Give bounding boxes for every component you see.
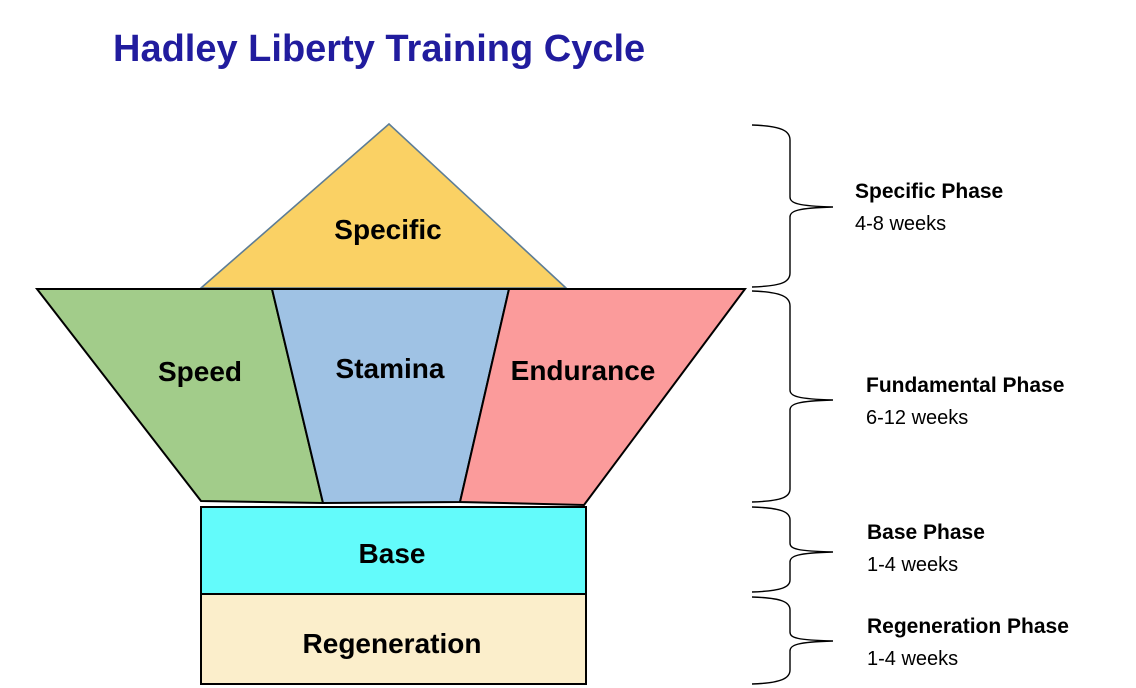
regeneration-segment-shape xyxy=(200,593,587,685)
specific-phase-duration: 4-8 weeks xyxy=(855,213,946,235)
fundamental-phase-name: Fundamental Phase xyxy=(866,374,1064,397)
regeneration-segment-label: Regeneration xyxy=(303,628,482,659)
base-segment-label: Base xyxy=(359,538,426,569)
regeneration-phase-duration: 1-4 weeks xyxy=(867,648,958,670)
endurance-segment-label: Endurance xyxy=(511,355,656,386)
specific-segment-shape xyxy=(198,122,569,289)
base-phase-brace-icon xyxy=(751,506,834,593)
base-phase-name: Base Phase xyxy=(867,521,985,544)
base-phase-duration: 1-4 weeks xyxy=(867,554,958,576)
page-title: Hadley Liberty Training Cycle xyxy=(113,28,645,70)
specific-phase-name: Specific Phase xyxy=(855,180,1003,203)
specific-phase-brace-icon xyxy=(751,124,834,288)
speed-segment-label: Speed xyxy=(158,356,242,387)
fundamental-phase-duration: 6-12 weeks xyxy=(866,407,968,429)
fundamental-phase-brace-icon xyxy=(751,290,834,503)
specific-segment-label: Specific xyxy=(334,214,441,245)
regeneration-phase-brace-icon xyxy=(751,596,834,685)
regeneration-phase-name: Regeneration Phase xyxy=(867,615,1069,638)
base-segment-shape xyxy=(200,506,587,595)
endurance-segment-shape xyxy=(458,288,747,507)
stamina-segment-label: Stamina xyxy=(336,353,445,384)
